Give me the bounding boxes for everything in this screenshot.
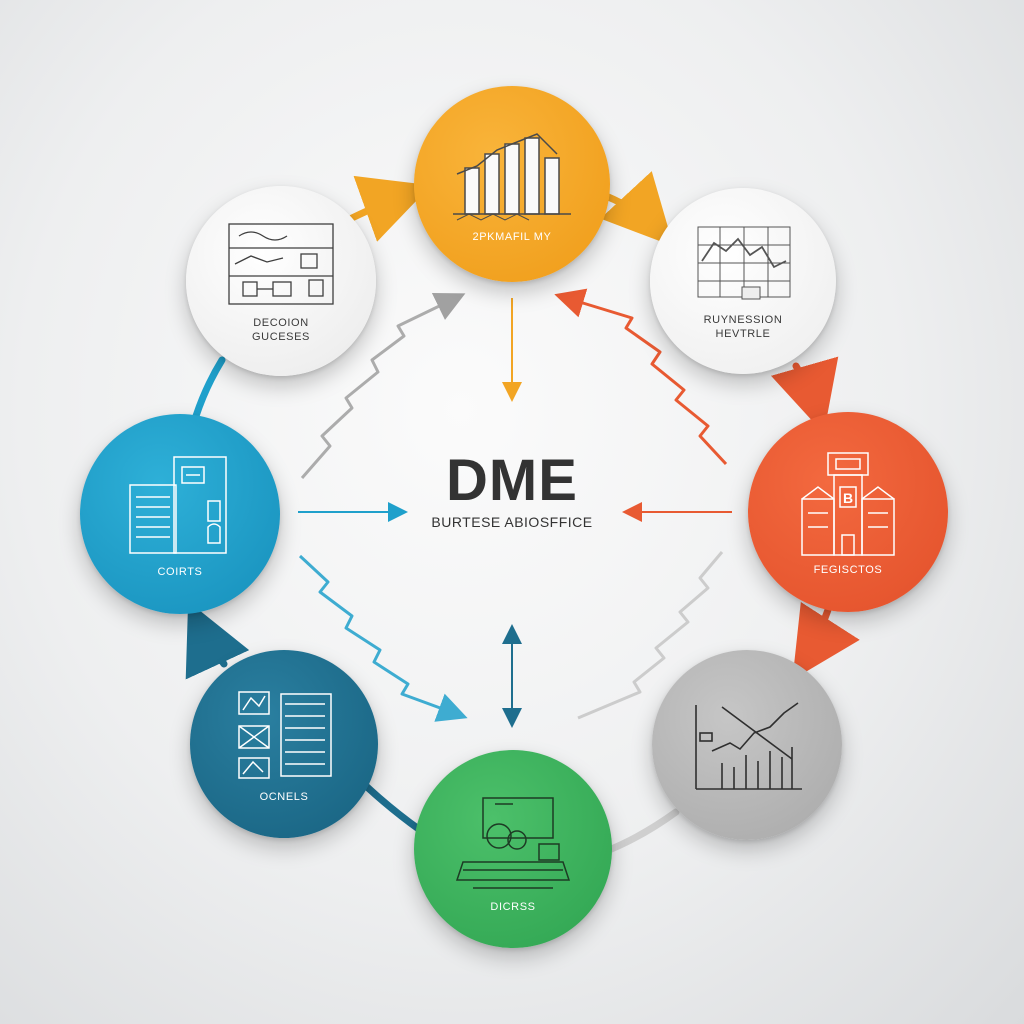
- node-left[interactable]: COIRTS: [80, 414, 280, 614]
- diagonal-bottom-right: [577, 551, 724, 720]
- office-building-icon: [129, 456, 227, 554]
- document-icon: [238, 691, 332, 779]
- trend-chart-icon: [695, 702, 802, 790]
- center-title: DME: [446, 448, 578, 513]
- ring-arc-top-left: [348, 175, 432, 242]
- ring-arc-bottom-right: [600, 808, 680, 856]
- svg-text:B: B: [843, 490, 853, 506]
- node-bottom-label: DICRSS: [490, 901, 536, 913]
- inner-arrows: [298, 298, 732, 728]
- node-bottom-right[interactable]: [652, 650, 842, 840]
- diagonal-connectors: [298, 288, 728, 722]
- node-right-label: FEGISCTOS: [813, 564, 883, 576]
- flow-diagram-icon: [228, 223, 334, 305]
- node-top-label: 2PKMAFIL MY: [472, 231, 552, 243]
- diagonal-bottom-left: [298, 554, 468, 722]
- diagonal-top-left: [300, 292, 466, 479]
- ring-arc-bottom-left: [362, 782, 424, 834]
- building-icon: B: [801, 452, 895, 556]
- node-bottom[interactable]: DICRSS: [414, 750, 612, 948]
- ring-arc-left-lower: [185, 601, 250, 680]
- center-hub: DME BURTESE ABIOSFFICE: [392, 448, 632, 531]
- workstation-icon: [455, 797, 571, 889]
- diagonal-top-right: [554, 288, 728, 466]
- ring-arc-right-upper: [770, 356, 839, 434]
- node-right[interactable]: B FEGISCTOS: [748, 412, 948, 612]
- bar-chart-icon: [453, 133, 571, 221]
- node-top-left[interactable]: DECOION GUCESES: [186, 186, 376, 376]
- node-bottom-left-label: OCNELS: [259, 791, 309, 803]
- node-top[interactable]: 2PKMAFIL MY: [414, 86, 610, 282]
- ring-arc-right-lower: [792, 600, 860, 680]
- node-top-right[interactable]: RUYNESSION HEVTRLE: [650, 188, 836, 374]
- outer-ring: [185, 171, 860, 856]
- node-left-label: COIRTS: [157, 566, 203, 578]
- center-subtitle: BURTESE ABIOSFFICE: [431, 514, 593, 530]
- node-bottom-left[interactable]: OCNELS: [190, 650, 378, 838]
- node-top-right-label: RUYNESSION HEVTRLE: [703, 314, 783, 340]
- line-graph-icon: [697, 226, 791, 300]
- node-top-left-label: DECOION GUCESES: [252, 317, 310, 343]
- ring-arc-left-upper: [192, 356, 226, 420]
- ring-arc-top-right: [600, 171, 674, 247]
